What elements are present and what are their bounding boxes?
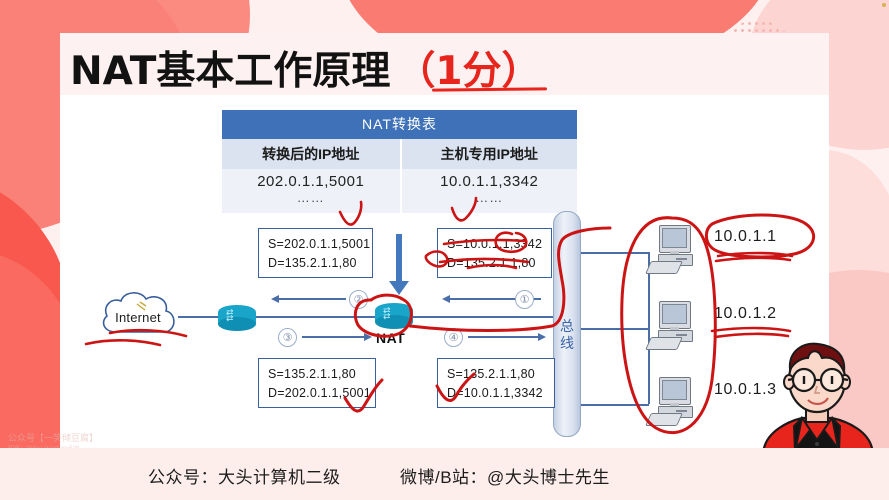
footer-bar: 公众号：大头计算机二级 微博/B站：@大头博士先生 [0,448,889,500]
nat-translation-table: NAT转换表 转换后的IP地址 主机专用IP地址 202.0.1.1,5001 … [222,110,577,213]
packet-dst: D=202.0.1.1,5001 [268,385,371,400]
packet-src: S=10.0.1.1,3342 [447,237,543,251]
table-row: …… …… [222,190,577,213]
computer-icon-host1 [645,225,700,275]
column-header-private: 主机专用IP地址 [399,139,577,169]
packet-dst: D=135.2.1.1,80 [447,255,536,270]
translation-arrow-shaft [396,234,402,284]
link-bus-to-host3 [579,404,649,406]
packet-src: S=135.2.1.1,80 [268,367,356,381]
router-icon-nat: ⇄⇄ [375,303,413,329]
cell-private-address: 10.0.1.1,3342 [399,169,577,190]
footer-wechat-account: 公众号：大头计算机二级 [148,468,341,487]
link-cloud-to-router [178,316,220,318]
packet-dst: D=135.2.1.1,80 [268,255,357,270]
packet-dst: D=10.0.1.1,3342 [447,385,543,400]
flow-line-step2 [278,298,346,300]
link-nat-to-bus [410,316,554,318]
cell-private-ellipsis: …… [399,190,577,213]
router-icon-edge: ⇄⇄ [218,305,256,331]
computer-icon-host3 [645,377,700,427]
cell-public-address: 202.0.1.1,5001 [222,169,400,190]
cloud-label: Internet [115,309,161,325]
host-ip-label-1: 10.0.1.1 [714,228,777,245]
link-router-to-nat [254,316,376,318]
bus-label: 总线 [560,318,574,351]
decor-dot [882,3,886,7]
cloud-icon [102,292,175,333]
packet-box-outbound-original: S=10.0.1.1,3342 D=135.2.1.1,80 [437,228,552,278]
flow-line-step4 [468,336,538,338]
link-bus-to-host2 [579,328,649,330]
cell-public-ellipsis: …… [222,190,400,213]
flow-line-step3 [302,336,364,338]
computer-icon-host2 [645,301,700,351]
page-title: NAT基本工作原理 （1分） [70,40,610,96]
link-bus-to-host1 [579,252,649,254]
step-marker-4: ④ [444,328,463,347]
packet-box-outbound-translated: S=202.0.1.1,5001 D=135.2.1.1,80 [258,228,373,278]
footer-weibo-account: 微博/B站：@大头博士先生 [400,468,610,487]
packet-src: S=135.2.1.1,80 [447,367,535,381]
host-ip-label-2: 10.0.1.2 [714,305,777,322]
step-marker-1: ① [515,290,534,309]
watermark-line-1: 公众号【一笑倾豆腐】 [8,433,99,443]
internet-cloud: Internet [96,288,180,346]
packet-box-inbound-original: S=135.2.1.1,80 D=202.0.1.1,5001 [258,358,376,408]
title-main-text: NAT基本工作原理 [70,49,391,94]
step-marker-2: ② [349,290,368,309]
packet-box-inbound-translated: S=135.2.1.1,80 D=10.0.1.1,3342 [437,358,555,408]
title-score-text: （1分） [396,49,541,94]
host-ip-label-3: 10.0.1.3 [714,381,777,398]
step-marker-3: ③ [278,328,297,347]
nat-router-label: NAT [376,330,406,346]
nat-table-column-headers: 转换后的IP地址 主机专用IP地址 [222,139,577,169]
packet-src: S=202.0.1.1,5001 [268,237,371,251]
column-header-public: 转换后的IP地址 [222,139,400,169]
nat-table-header: NAT转换表 [222,110,577,139]
table-row: 202.0.1.1,5001 10.0.1.1,3342 [222,169,577,190]
